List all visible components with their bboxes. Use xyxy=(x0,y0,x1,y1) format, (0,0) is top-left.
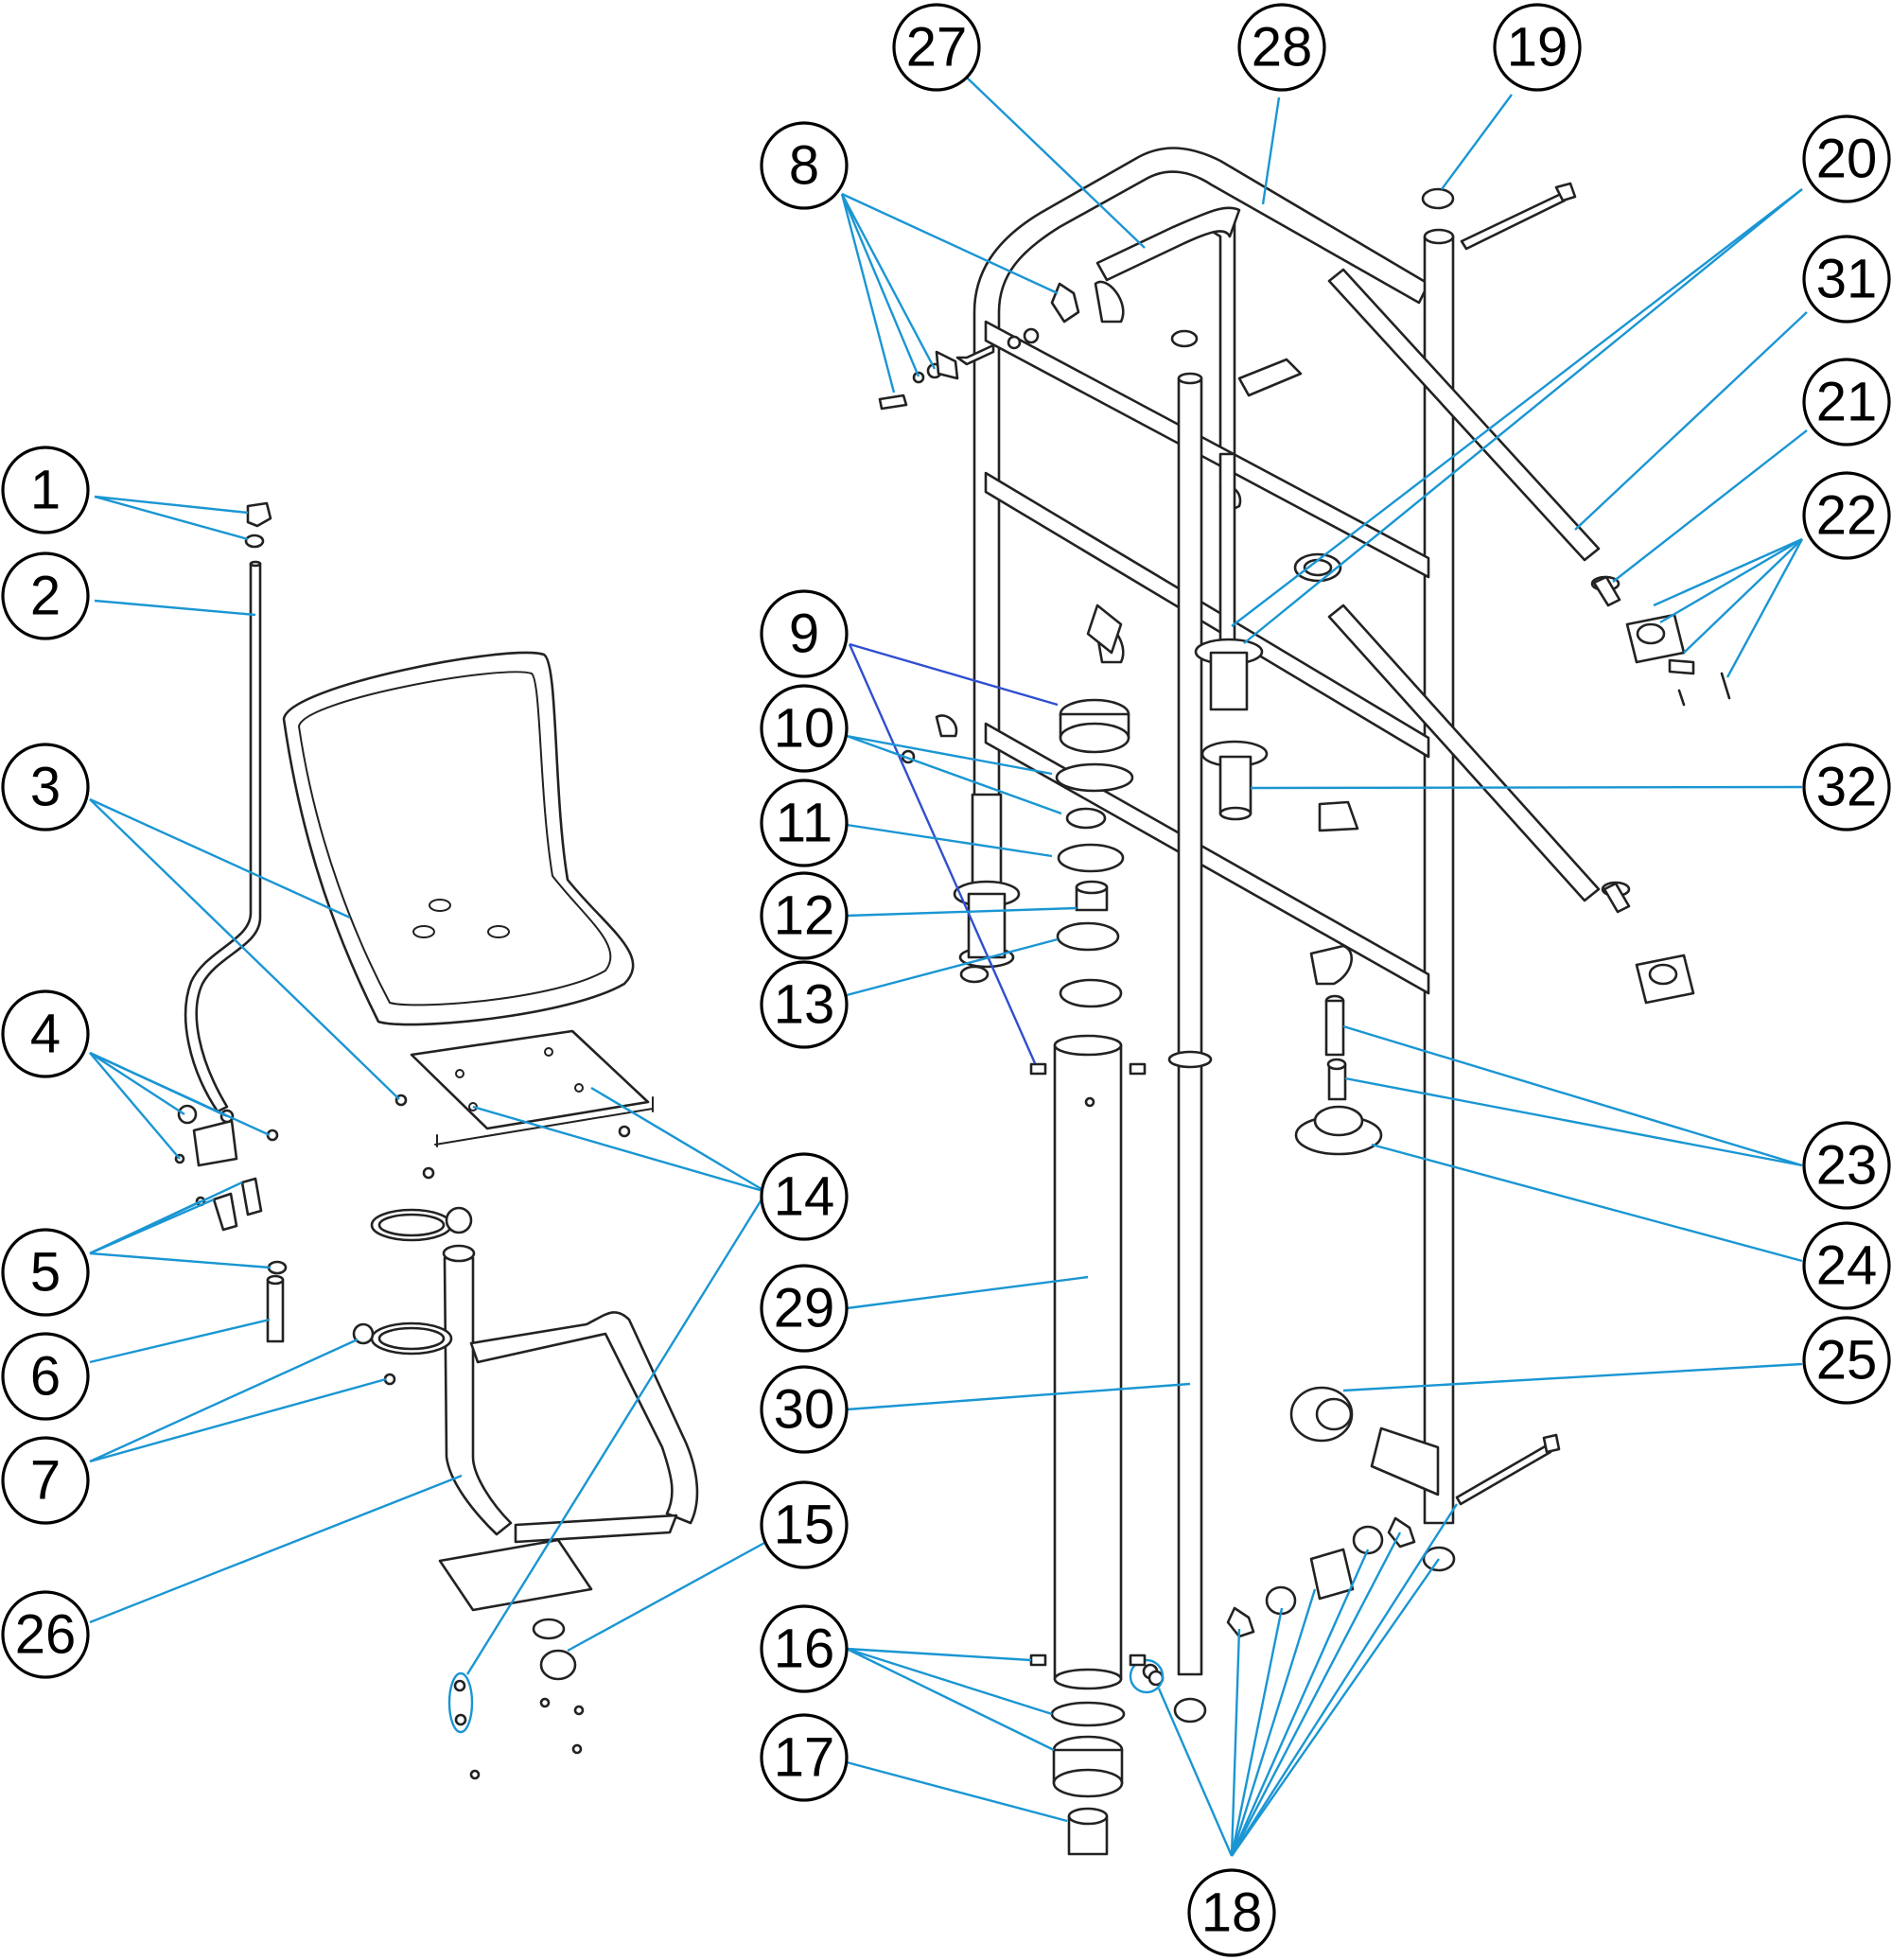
callout-22-label: 22 xyxy=(1816,485,1878,547)
callout-28-label: 28 xyxy=(1252,17,1313,79)
callout-16-label: 16 xyxy=(774,1619,835,1680)
callout-23-label: 23 xyxy=(1816,1135,1878,1197)
callout-14-label: 14 xyxy=(774,1166,835,1228)
callout-8-label: 8 xyxy=(789,135,819,197)
seat-assembly xyxy=(282,651,654,1180)
callout-12: 12 xyxy=(760,871,849,960)
callout-2: 2 xyxy=(1,551,90,640)
callout-23: 23 xyxy=(1802,1121,1891,1210)
callout-21: 21 xyxy=(1802,358,1891,446)
callout-18: 18 xyxy=(1187,1868,1276,1957)
callout-11-label: 11 xyxy=(776,793,832,854)
callout-20: 20 xyxy=(1802,114,1891,203)
callout-30-label: 30 xyxy=(774,1379,835,1441)
callout-18-label: 18 xyxy=(1201,1882,1263,1944)
callout-32: 32 xyxy=(1802,743,1891,831)
callout-12-label: 12 xyxy=(774,885,835,947)
callout-25: 25 xyxy=(1802,1316,1891,1405)
callout-6: 6 xyxy=(1,1332,90,1421)
callout-21-label: 21 xyxy=(1816,372,1878,433)
callout-32-label: 32 xyxy=(1816,757,1878,818)
callout-15-label: 15 xyxy=(774,1495,835,1556)
callout-20-label: 20 xyxy=(1816,129,1878,190)
callout-22: 22 xyxy=(1802,471,1891,560)
callout-31: 31 xyxy=(1802,235,1891,324)
callout-10: 10 xyxy=(760,684,849,773)
seat-shell xyxy=(282,651,635,1026)
callout-24: 24 xyxy=(1802,1221,1891,1310)
callout-10-label: 10 xyxy=(774,698,835,760)
callout-1-label: 1 xyxy=(30,460,61,521)
callout-27-label: 27 xyxy=(906,17,968,79)
callout-19-label: 19 xyxy=(1507,17,1568,79)
callout-29: 29 xyxy=(760,1264,849,1353)
callout-8: 8 xyxy=(760,121,849,210)
callout-28: 28 xyxy=(1237,3,1326,92)
callout-30: 30 xyxy=(760,1365,849,1454)
leader-lines xyxy=(89,77,1808,1857)
callout-24-label: 24 xyxy=(1816,1235,1878,1297)
callout-4-label: 4 xyxy=(30,1004,61,1065)
callout-4: 4 xyxy=(1,989,90,1078)
base-frame xyxy=(352,1206,699,1780)
callout-14: 14 xyxy=(760,1152,849,1241)
left-fittings xyxy=(174,501,288,1343)
callout-2-label: 2 xyxy=(30,566,61,627)
callout-11: 11 xyxy=(760,779,849,867)
callout-7-label: 7 xyxy=(30,1450,61,1512)
callout-13-label: 13 xyxy=(774,974,835,1036)
callout-5: 5 xyxy=(1,1228,90,1317)
centre-column xyxy=(1029,698,1147,1856)
callout-1: 1 xyxy=(1,446,90,534)
callout-17: 17 xyxy=(760,1713,849,1802)
main-frame xyxy=(878,147,1731,1724)
callout-3-label: 3 xyxy=(30,757,61,818)
callout-19: 19 xyxy=(1493,3,1582,92)
seat-mount-plate xyxy=(410,1029,650,1130)
callout-9-label: 9 xyxy=(789,604,819,665)
callout-7: 7 xyxy=(1,1436,90,1525)
callout-15: 15 xyxy=(760,1480,849,1569)
callout-16: 16 xyxy=(760,1604,849,1693)
callout-29-label: 29 xyxy=(774,1278,835,1339)
callout-26: 26 xyxy=(1,1590,90,1679)
callout-27: 27 xyxy=(892,3,981,92)
callout-31-label: 31 xyxy=(1816,249,1878,310)
callout-6-label: 6 xyxy=(30,1346,61,1408)
callout-5-label: 5 xyxy=(30,1242,61,1304)
callout-25-label: 25 xyxy=(1816,1330,1878,1391)
callout-3: 3 xyxy=(1,743,90,831)
callout-9: 9 xyxy=(760,589,849,678)
callout-17-label: 17 xyxy=(774,1727,835,1789)
callout-26-label: 26 xyxy=(15,1604,77,1666)
callout-13: 13 xyxy=(760,960,849,1049)
